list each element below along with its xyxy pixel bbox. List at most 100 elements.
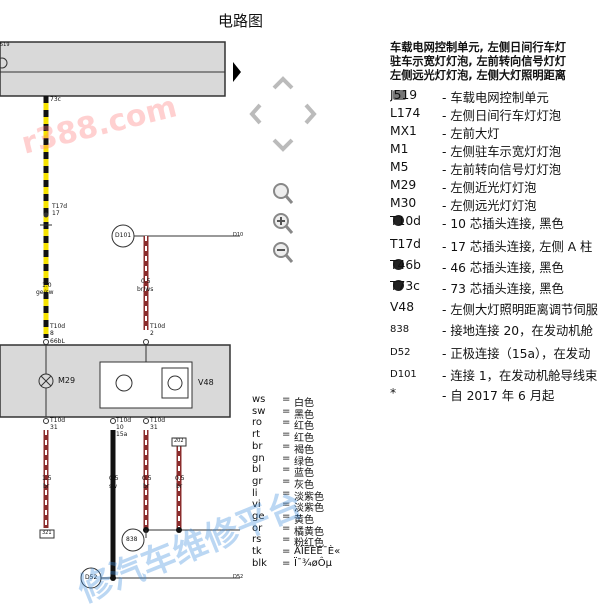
- equals-sign: =: [282, 534, 291, 546]
- legend-row: D101连接 1，在发动机舱导线束: [390, 366, 600, 384]
- legend-desc: 左前大灯: [442, 124, 499, 142]
- page-next-arrow: [233, 62, 241, 82]
- zoom-out-icon[interactable]: [270, 240, 296, 266]
- lower-wire3-size: 0.5: [142, 475, 152, 482]
- legend-desc: 接地连接 20，在发动机舱: [442, 321, 593, 339]
- color-key-row: rs=粉红色: [252, 534, 372, 549]
- legend-row: 838 接地连接 20，在发动机舱: [390, 321, 600, 339]
- color-name: 白色: [294, 398, 314, 409]
- color-name: 红色: [294, 421, 314, 433]
- legend-row: * 自 2017 年 6 月起: [390, 386, 600, 404]
- color-name: 橘黄色: [294, 526, 324, 538]
- legend-row: T73c73 芯插头连接, 黑色: [390, 279, 600, 297]
- color-abbr: sw: [252, 405, 266, 417]
- legend-desc: 左侧驻车示宽灯灯泡: [442, 142, 561, 160]
- color-abbr: br: [252, 440, 263, 452]
- lower-wire1-size: 1.5: [42, 475, 52, 482]
- legend-row: J519车载电网控制单元: [390, 88, 600, 106]
- connector-icon[interactable]: [393, 259, 404, 270]
- equals-sign: =: [282, 499, 291, 511]
- wire2-pin: 2: [150, 330, 154, 337]
- pin-t10d-c: T10d: [150, 417, 166, 424]
- color-name: 粉红色: [294, 538, 324, 550]
- wiring-schematic: [0, 41, 241, 589]
- legend-row: V48左侧大灯照明距离调节伺服: [390, 300, 600, 318]
- pan-down-icon: [272, 138, 294, 152]
- equals-sign: =: [282, 394, 291, 405]
- wire1-lower-pin2: 66bL: [50, 338, 65, 345]
- legend-desc: 自 2017 年 6 月起: [442, 386, 554, 404]
- pin-t10d-a: T10d: [50, 417, 66, 424]
- d52-right-label: D52: [233, 574, 244, 580]
- legend-desc: 左侧远光灯灯泡: [442, 196, 536, 214]
- color-key-row: bl=蓝色: [252, 464, 372, 479]
- color-key-row: tk=ÀÏÉÈÉ¯È«: [252, 546, 372, 557]
- legend-desc: 连接 1，在发动机舱导线束: [442, 366, 597, 384]
- color-name: 灰色: [294, 479, 314, 491]
- camera-icon[interactable]: [393, 90, 406, 100]
- color-key-row: blk =Ï¯¾øÔµ: [252, 558, 372, 569]
- m29-label: M29: [58, 376, 76, 385]
- legend-code: *: [390, 386, 397, 400]
- legend-desc: 左前转向信号灯灯泡: [442, 160, 561, 178]
- d52-label: D52: [85, 574, 98, 581]
- equals-sign: =: [282, 417, 291, 429]
- legend-code: M5: [390, 160, 409, 174]
- pan-control[interactable]: [248, 74, 318, 154]
- color-abbr: bl: [252, 464, 262, 476]
- legend-header-line: 车载电网控制单元, 左侧日间行车灯: [390, 41, 566, 54]
- connector-icon[interactable]: [393, 280, 404, 291]
- legend-desc: 左侧大灯照明距离调节伺服: [442, 300, 598, 318]
- ground-838-symbol: [121, 528, 145, 552]
- color-abbr: or: [252, 522, 263, 534]
- d101-label: D101: [115, 232, 132, 239]
- legend-desc: 正极连接（15a），在发动: [442, 344, 590, 362]
- equals-sign: =: [282, 557, 291, 569]
- legend-code: T46b: [390, 258, 421, 272]
- zoom-in-icon[interactable]: [270, 211, 296, 237]
- equals-sign: =: [282, 487, 291, 499]
- color-name: 黄色: [294, 515, 314, 526]
- color-name: 蓝色: [294, 468, 314, 480]
- legend-desc: 10 芯插头连接, 黑色: [442, 214, 563, 232]
- equals-sign: =: [282, 522, 291, 534]
- legend-code: T10d: [390, 214, 421, 228]
- legend-desc: 17 芯插头连接, 左侧 A 柱: [442, 237, 592, 255]
- color-key-row: ge=黄色: [252, 511, 372, 526]
- wire1-lower-pin: 8: [50, 330, 54, 337]
- legend-desc: 73 芯插头连接, 黑色: [442, 279, 563, 297]
- pan-right-icon: [304, 103, 317, 125]
- equals-sign: =: [282, 429, 291, 441]
- legend-row: M29左侧近光灯灯泡: [390, 178, 600, 196]
- connector-icon[interactable]: [393, 215, 404, 226]
- legend-code: 838: [390, 324, 410, 335]
- equals-sign: =: [282, 440, 291, 452]
- wire2-size: 0.5: [141, 278, 151, 285]
- lower-wire4-color: br: [176, 483, 183, 490]
- legend-row: M30左侧远光灯灯泡: [390, 196, 600, 214]
- color-key-row: br=褐色: [252, 440, 372, 456]
- wire1-mid-pin: 17: [52, 210, 60, 217]
- right-ground-label: D10: [233, 232, 244, 238]
- magnify-icon[interactable]: [270, 181, 296, 207]
- legend-row: T46b46 芯插头连接, 黑色: [390, 258, 600, 276]
- color-key-row: gr=灰色: [252, 476, 372, 491]
- equals-sign: =: [282, 546, 291, 558]
- color-key-row: ws =白色: [252, 394, 372, 409]
- legend-row: D52 正极连接（15a），在发动: [390, 344, 600, 362]
- ground-838-label: 838: [126, 536, 138, 543]
- legend-code: D52: [390, 347, 411, 358]
- color-name: Ï¯¾øÔµ: [294, 557, 332, 569]
- wire2-conn: T10d: [150, 323, 166, 330]
- legend-row: L174左侧日间行车灯灯泡: [390, 106, 600, 124]
- color-abbr: ge: [252, 511, 265, 522]
- wire1-pin-label: 73c: [50, 96, 61, 103]
- legend-desc: 车载电网控制单元: [442, 88, 548, 106]
- color-abbr: ws: [252, 394, 266, 405]
- j519-label: 519: [0, 42, 10, 48]
- color-abbr: blk: [252, 557, 267, 569]
- equals-sign: =: [282, 452, 291, 464]
- pin-t10d-b: T10d: [116, 417, 132, 424]
- color-key-row: ro=红色: [252, 417, 372, 432]
